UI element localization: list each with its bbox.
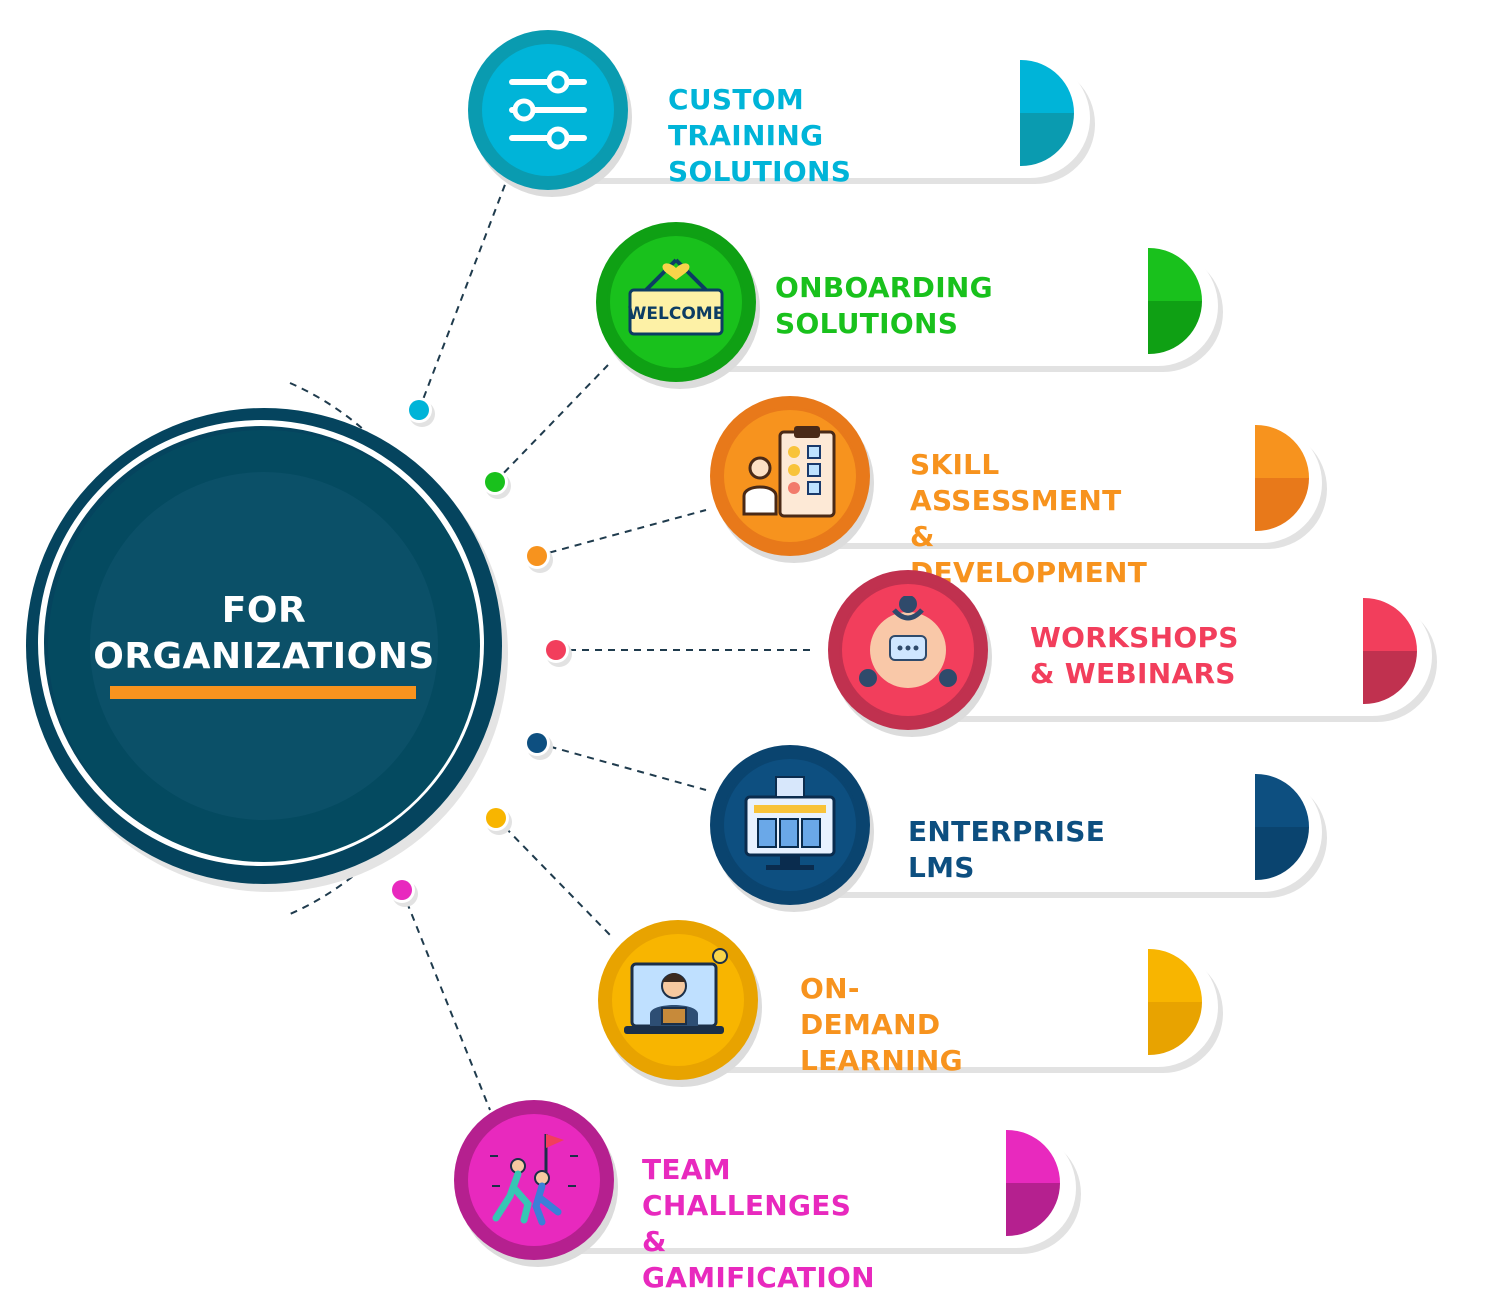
icon-badge	[710, 745, 870, 905]
icon-badge: WELCOME	[596, 222, 756, 382]
connector-line	[401, 889, 491, 1111]
collaboration-chat-icon	[859, 596, 957, 688]
color-tab	[1255, 774, 1309, 880]
connector-line	[418, 181, 507, 411]
connector-line	[536, 742, 707, 791]
node-dot	[485, 472, 505, 492]
service-label: SKILL ASSESSMENT & DEVELOPMENT	[910, 448, 1148, 589]
service-label: WORKSHOPS & WEBINARS	[1030, 621, 1239, 690]
hub-core	[90, 472, 438, 820]
service-card	[534, 1128, 1076, 1248]
icon-badge-ring	[468, 1114, 600, 1246]
service-card	[790, 423, 1322, 543]
node-dot	[409, 400, 429, 420]
node-dot	[546, 640, 566, 660]
node-dot	[486, 808, 506, 828]
service-card	[678, 947, 1218, 1067]
hub-title: FOR ORGANIZATIONS	[93, 590, 435, 677]
service-card	[548, 58, 1090, 178]
icon-badge	[598, 920, 758, 1080]
welcome-sign-text: WELCOME	[628, 304, 725, 324]
node-dot	[527, 546, 547, 566]
assessment-checklist-icon	[742, 426, 836, 518]
icon-badge	[828, 570, 988, 730]
node-dot	[392, 880, 412, 900]
service-label: ONBOARDING SOLUTIONS	[775, 271, 993, 340]
connector-line	[494, 364, 609, 483]
service-card	[790, 772, 1322, 892]
service-label: TEAM CHALLENGES & GAMIFICATION	[642, 1153, 875, 1294]
icon-badge	[710, 396, 870, 556]
connector-line	[495, 817, 611, 936]
welcome-sign-icon: WELCOME	[628, 258, 725, 336]
service-card	[676, 246, 1218, 366]
hub-underline	[110, 686, 416, 699]
team-flag-icon	[490, 1134, 578, 1226]
service-label: ON-DEMAND LEARNING	[800, 972, 963, 1077]
hub-ring	[38, 420, 484, 866]
icon-badge	[468, 30, 628, 190]
service-label: ENTERPRISE LMS	[908, 815, 1106, 884]
lms-monitor-icon	[744, 776, 836, 870]
icon-badge	[454, 1100, 614, 1260]
sliders-icon	[509, 70, 587, 150]
connector-line	[536, 509, 707, 557]
node-dot	[527, 733, 547, 753]
service-card	[908, 596, 1432, 716]
service-label: CUSTOM TRAINING SOLUTIONS	[668, 83, 852, 188]
online-learning-icon	[624, 948, 728, 1034]
organizations-hub: FOR ORGANIZATIONS	[26, 408, 502, 884]
